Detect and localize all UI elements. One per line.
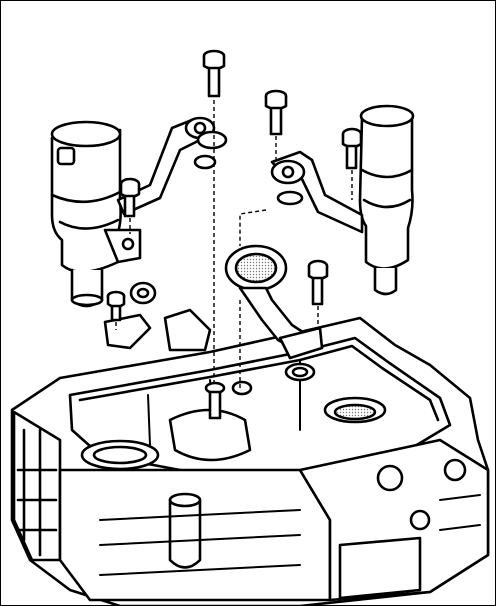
alignment-lines (115, 100, 353, 388)
bolt-left-canister (119, 177, 141, 218)
washer-1 (196, 130, 228, 150)
gasket-rail (78, 344, 440, 422)
o-ring-icon (129, 130, 316, 396)
seal-small (231, 380, 253, 396)
bolt-lower-center (204, 381, 226, 420)
right-cylinder (358, 104, 415, 296)
right-canister-nozzle (373, 266, 398, 296)
rib-cross (16, 468, 58, 532)
center-well (168, 408, 252, 462)
washer-4-hole (136, 287, 150, 299)
right-canister-top (359, 104, 415, 128)
bolt-top-right (264, 89, 288, 136)
right-lower-boss (338, 536, 422, 600)
bolt-center-right (307, 259, 329, 306)
washer-3 (276, 190, 304, 206)
bolt-right-canister (341, 127, 363, 170)
housing-front-face (12, 410, 62, 562)
left-canister-band-2 (58, 218, 120, 230)
boss-1 (376, 464, 404, 492)
lower-ribs (99, 509, 301, 576)
right-tube (270, 150, 364, 234)
right-canister-band-2 (362, 198, 412, 209)
boss-3 (409, 509, 431, 531)
housing-bracket (103, 308, 212, 352)
boss-2 (443, 458, 467, 482)
left-canister-cap (56, 146, 76, 166)
right-canister-band (360, 168, 414, 179)
bolt-left-housing (106, 290, 126, 322)
bolt-icon (106, 49, 363, 420)
lower-pipe-mouth (168, 492, 202, 508)
left-bore-inner (92, 445, 148, 465)
pickup-assembly (224, 244, 324, 360)
o-ring-center-hole (291, 366, 309, 378)
pickup-bracket (278, 326, 324, 360)
right-canister-body (358, 113, 414, 270)
left-canister-nozzle-end (70, 293, 104, 307)
pickup-screen (234, 252, 278, 284)
left-bracket-hole (121, 237, 135, 251)
right-ribs (439, 494, 481, 531)
left-canister-top (50, 120, 122, 148)
left-canister-band (50, 190, 122, 204)
cylinder-icon (50, 120, 142, 308)
washer-2 (193, 154, 217, 170)
right-bore-inner (333, 403, 377, 421)
lower-pipe-stub (168, 498, 202, 569)
bolt-top-center (202, 49, 226, 98)
engine-block-icon (10, 316, 490, 606)
